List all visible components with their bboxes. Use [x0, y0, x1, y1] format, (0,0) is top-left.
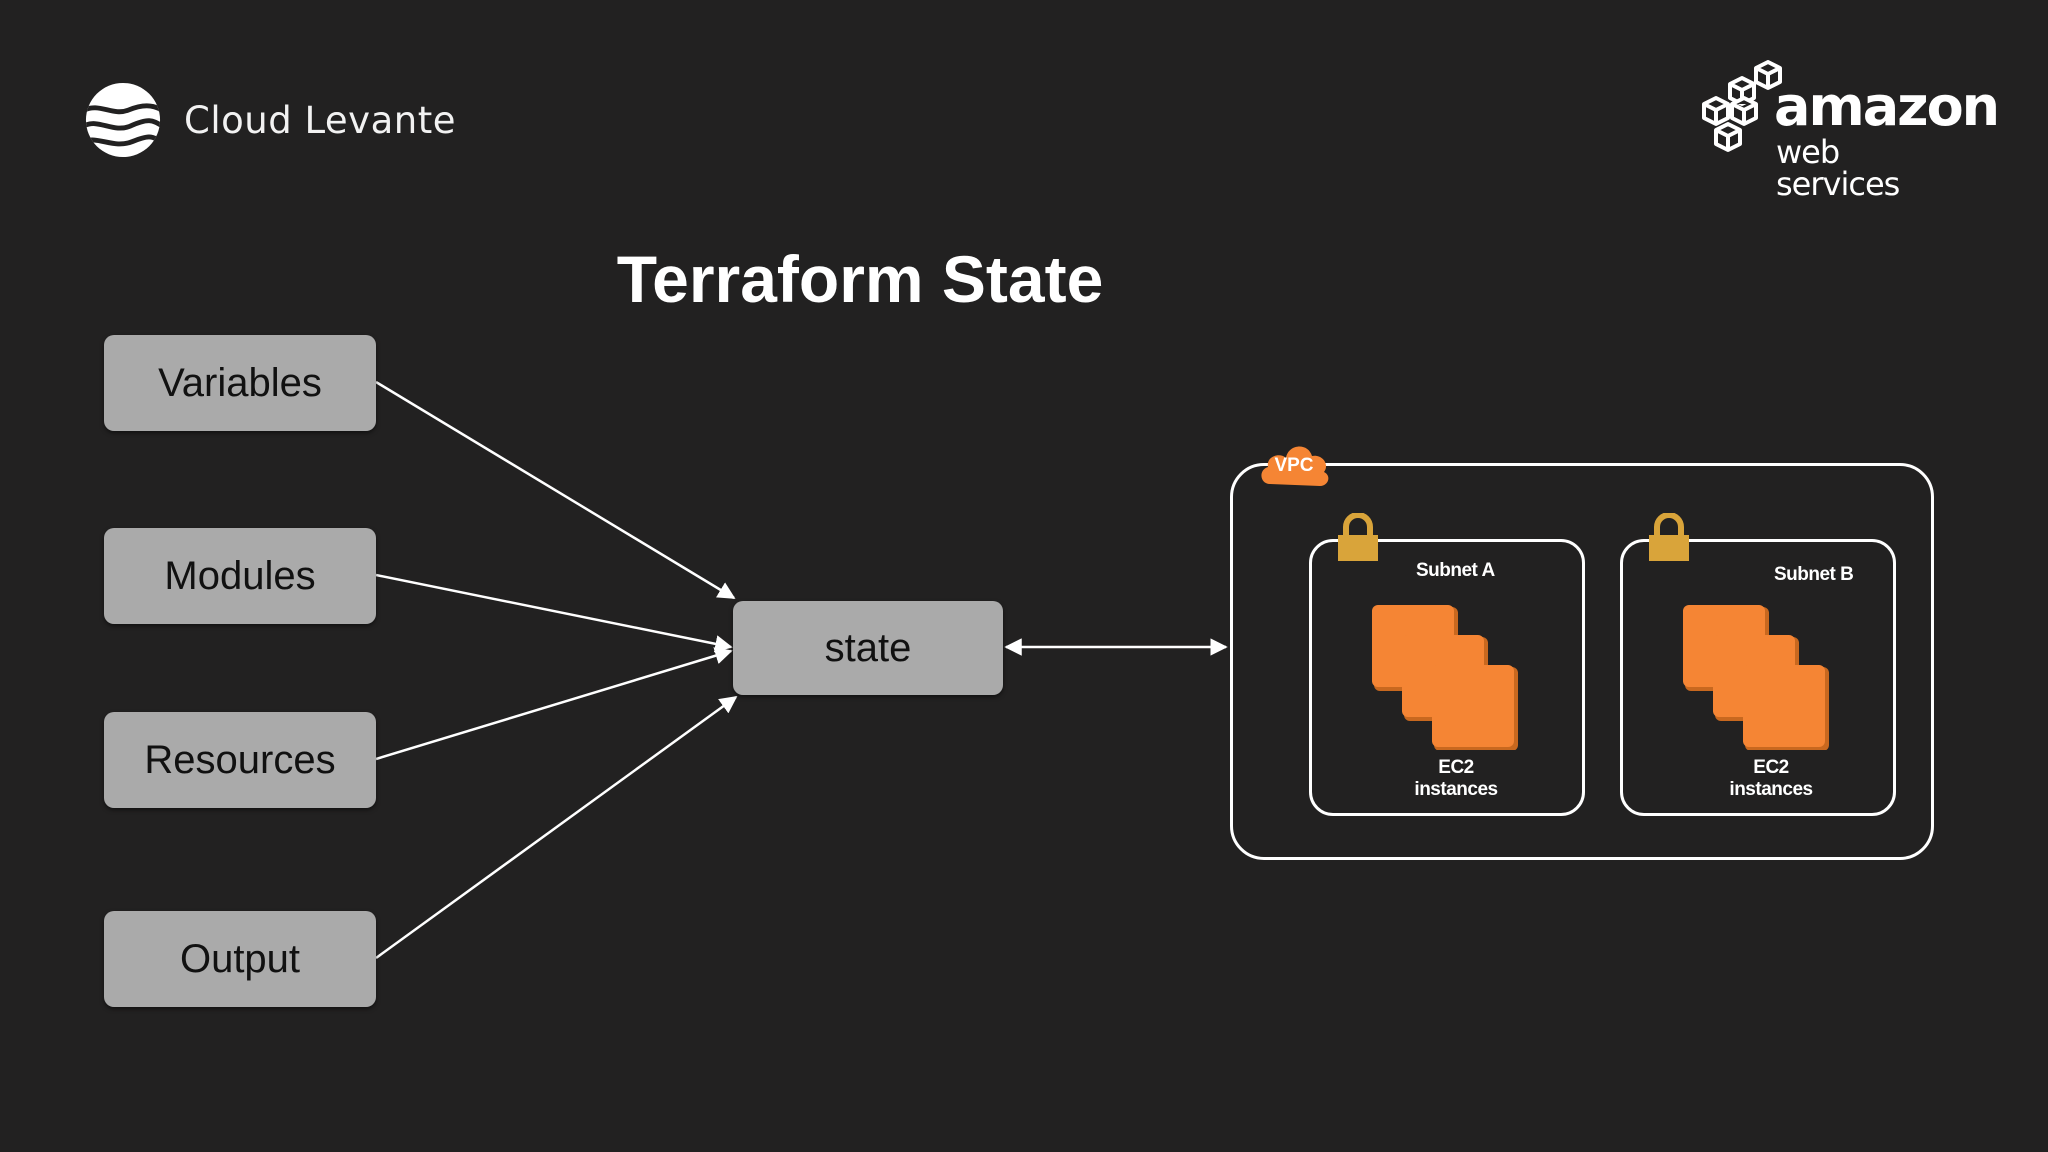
ec2-label-a-line2: instances: [1414, 779, 1498, 800]
arrow-modules-to-state: [375, 573, 733, 653]
state-box: state: [733, 601, 1003, 695]
cloud-levante-brand: Cloud Levante: [84, 80, 456, 160]
ec2-label-b-line1: EC2: [1753, 757, 1789, 778]
modules-label: Modules: [164, 553, 316, 598]
subnet-a: [1309, 539, 1585, 816]
variables-box: Variables: [104, 335, 376, 431]
subnet-b-label: Subnet B: [1774, 564, 1854, 585]
arrow-resources-to-state: [375, 647, 733, 761]
aws-cubes-icon: [1702, 60, 1782, 152]
state-label: state: [824, 625, 912, 670]
subnet-b: [1620, 539, 1896, 816]
ec2-label-a: EC2 instances: [1396, 757, 1516, 801]
vpc-container: [1230, 463, 1934, 860]
ec2-instances-icon: [1372, 605, 1518, 750]
variables-label: Variables: [158, 360, 322, 405]
lock-icon: [1649, 513, 1689, 561]
ec2-label-b-line2: instances: [1729, 779, 1813, 800]
cloud-levante-name: Cloud Levante: [184, 98, 456, 142]
output-box: Output: [104, 911, 376, 1007]
subnet-a-label: Subnet A: [1416, 560, 1495, 581]
ec2-label-a-line1: EC2: [1438, 757, 1474, 778]
resources-box: Resources: [104, 712, 376, 808]
aws-wordmark: amazon: [1774, 75, 2000, 138]
arrow-variables-to-state: [375, 380, 736, 600]
modules-box: Modules: [104, 528, 376, 624]
arrow-output-to-state: [375, 695, 738, 960]
resources-label: Resources: [144, 737, 336, 782]
vpc-cloud-icon: [1261, 446, 1329, 486]
aws-brand: amazon web services: [1698, 60, 2000, 200]
aws-subtitle: web services: [1776, 133, 1900, 203]
vpc-label: VPC: [1274, 455, 1314, 476]
ec2-label-b: EC2 instances: [1711, 757, 1831, 801]
lock-icon: [1338, 513, 1378, 561]
cloud-levante-logo-icon: [85, 82, 161, 158]
ec2-instances-icon: [1683, 605, 1829, 750]
diagram-title: Terraform State: [616, 242, 1104, 316]
output-label: Output: [179, 936, 301, 981]
